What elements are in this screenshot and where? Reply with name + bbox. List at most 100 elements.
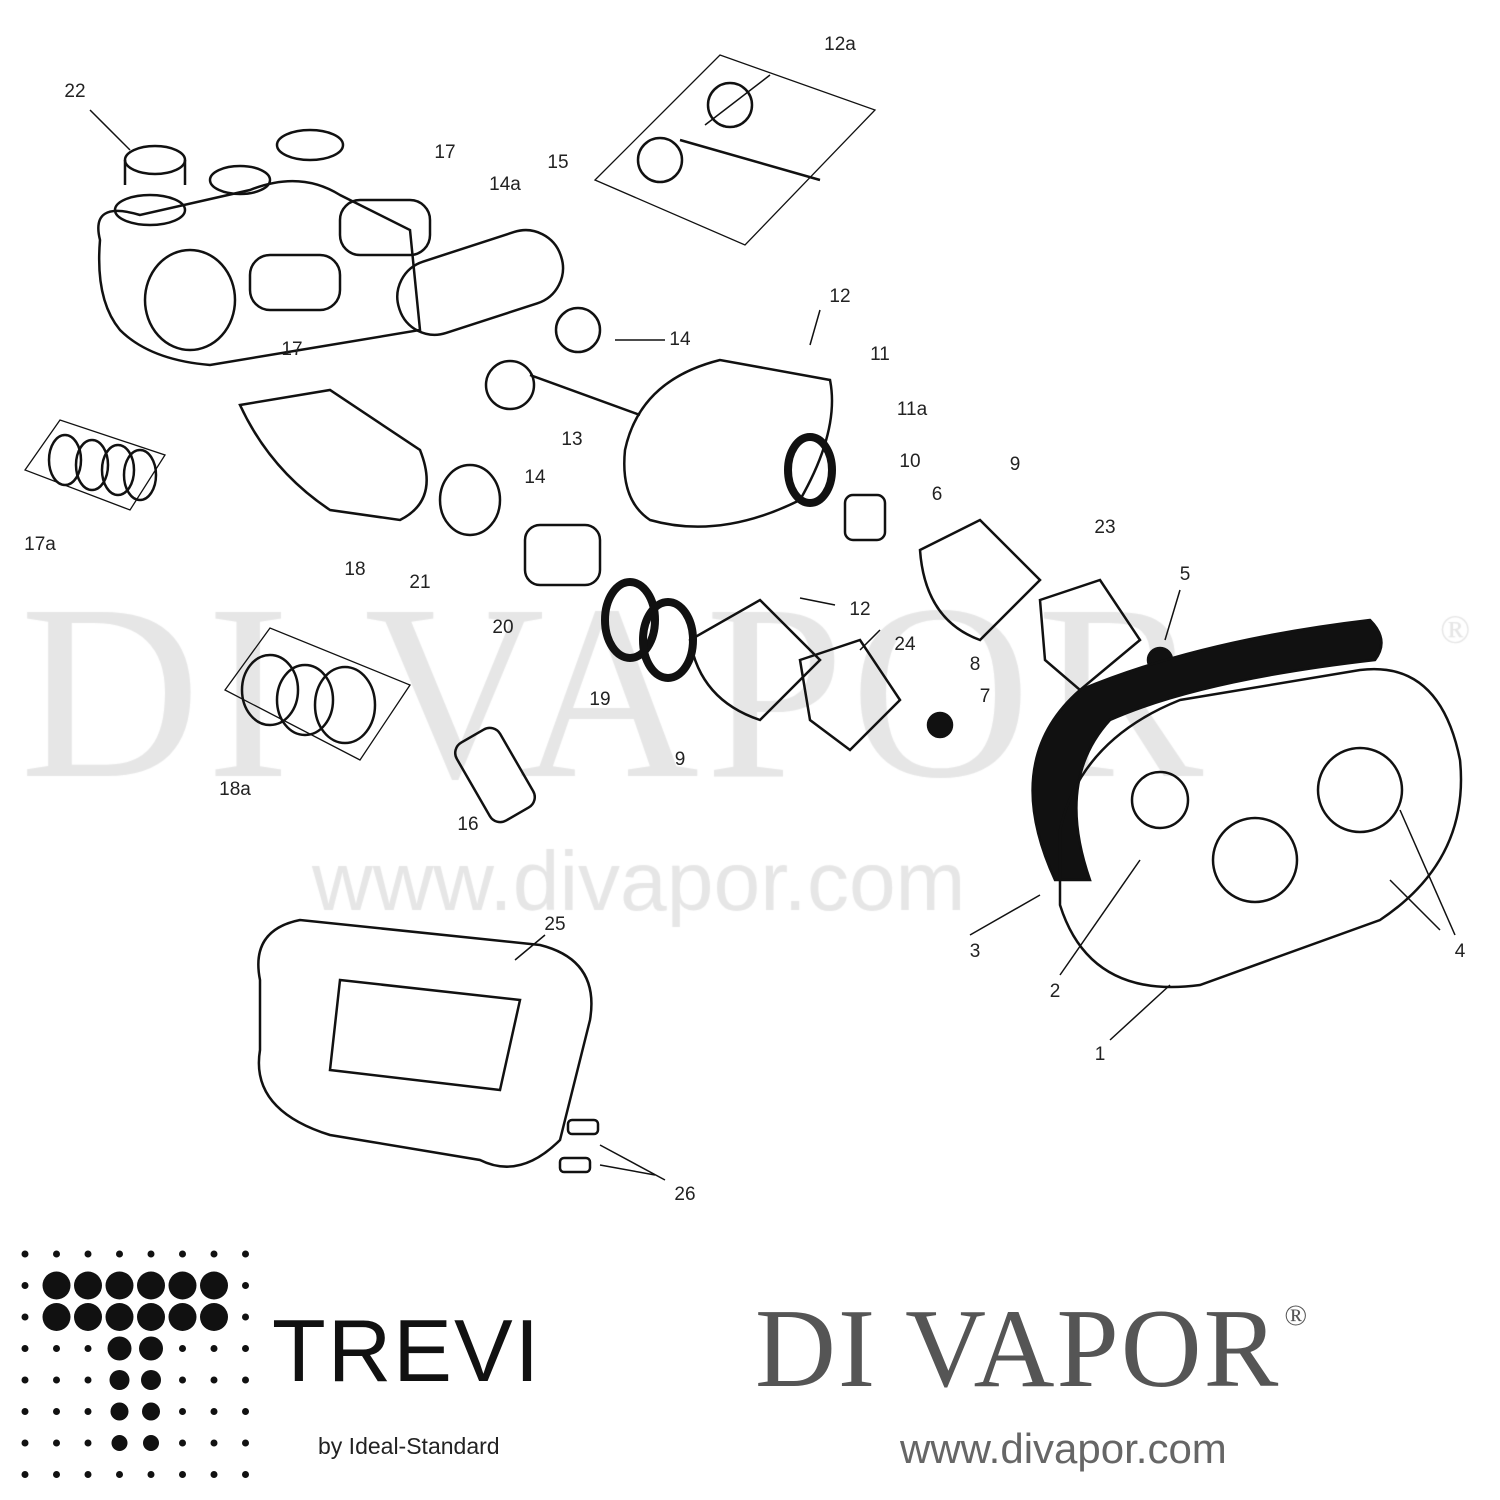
part-label: 10 — [899, 451, 921, 472]
part-label: 1 — [1094, 1044, 1106, 1065]
logo-dot — [21, 1376, 29, 1384]
part-label: 12 — [829, 286, 851, 307]
logo-dot — [74, 1303, 102, 1331]
logo-dot — [84, 1376, 92, 1384]
part-label: 9 — [1009, 454, 1021, 475]
logo-dot — [137, 1303, 165, 1331]
logo-dot — [242, 1471, 249, 1478]
gasket-15 — [396, 228, 565, 337]
part-label: 2 — [1049, 981, 1061, 1002]
logo-dot — [179, 1471, 186, 1478]
logo-dot — [242, 1313, 249, 1321]
logo-dot — [137, 1271, 165, 1300]
logo-dot — [210, 1439, 218, 1447]
logo-dot — [242, 1250, 249, 1258]
part-label: 4 — [1454, 941, 1466, 962]
logo-dot — [168, 1303, 197, 1331]
logo-dot — [143, 1435, 159, 1451]
part-label: 20 — [492, 617, 514, 638]
part-label: 14 — [669, 329, 691, 350]
part-12a-box — [593, 54, 877, 246]
logo-dot — [84, 1345, 92, 1352]
part-label: 14 — [524, 467, 546, 488]
logo-dot — [74, 1271, 102, 1300]
part-label: 14a — [489, 174, 521, 195]
logo-dot — [21, 1471, 29, 1478]
part-label: 16 — [457, 814, 479, 835]
part-label: 5 — [1179, 564, 1191, 585]
divapor-logo: DI VAPOR® — [755, 1287, 1310, 1411]
logo-dot — [179, 1376, 186, 1384]
logo-dot — [179, 1250, 186, 1258]
part-label: 19 — [589, 689, 611, 710]
logo-dot — [179, 1408, 186, 1415]
valve-body — [97, 128, 432, 367]
logo-dot — [105, 1271, 134, 1300]
part-label: 3 — [969, 941, 981, 962]
logo-dot — [53, 1408, 60, 1415]
logo-dot — [168, 1271, 197, 1300]
logo-dot — [21, 1313, 29, 1321]
part-label: 8 — [969, 654, 981, 675]
logo-dot — [179, 1345, 186, 1352]
logo-dot — [21, 1408, 29, 1415]
part-label: 25 — [544, 914, 566, 935]
logo-dot — [242, 1439, 249, 1447]
registered-mark: ® — [1284, 1299, 1310, 1332]
logo-dot — [53, 1471, 60, 1478]
part-label: 26 — [674, 1184, 696, 1205]
logo-dot — [210, 1345, 218, 1352]
part-label: 13 — [561, 429, 583, 450]
plaster-guard-25 — [257, 918, 593, 1168]
logo-dot — [84, 1250, 92, 1258]
logo-dot — [147, 1250, 155, 1258]
logo-dot — [141, 1370, 161, 1390]
logo-dot — [200, 1271, 228, 1300]
logo-dot — [111, 1435, 128, 1451]
logo-dot — [21, 1250, 29, 1258]
logo-dot — [53, 1376, 60, 1384]
logo-dot — [242, 1408, 249, 1415]
logo-dot — [42, 1303, 71, 1331]
logo-dot — [242, 1345, 249, 1352]
logo-dot — [21, 1439, 29, 1447]
part-label: 12a — [824, 34, 856, 55]
logo-dot — [84, 1439, 92, 1447]
part-label: 7 — [979, 686, 991, 707]
faceplate-1 — [1058, 667, 1463, 989]
logo-dot — [139, 1336, 163, 1361]
part-label: 15 — [547, 152, 569, 173]
logo-dot — [147, 1471, 155, 1478]
logo-dot — [84, 1408, 92, 1415]
logo-dot — [107, 1336, 132, 1361]
seal-3 — [1031, 618, 1383, 882]
part-label: 21 — [409, 572, 431, 593]
part-label: 11 — [870, 344, 890, 365]
trevi-tagline: by Ideal-Standard — [318, 1433, 500, 1459]
part-label: 11a — [896, 399, 928, 420]
part-label: 12 — [849, 599, 871, 620]
logo-dot — [21, 1282, 29, 1289]
logo-dot — [84, 1471, 92, 1478]
logo-dot — [110, 1402, 129, 1421]
trevi-logo: TREVI — [272, 1301, 542, 1400]
logo-dot — [21, 1345, 29, 1352]
logo-dot — [179, 1439, 186, 1447]
logo-dot — [116, 1250, 123, 1258]
logo-dot — [116, 1471, 123, 1478]
part-label: 17 — [434, 142, 456, 163]
logo-dot — [42, 1271, 71, 1300]
part-label: 23 — [1094, 517, 1116, 538]
part-label: 18a — [219, 779, 251, 800]
part-label: 18 — [344, 559, 366, 580]
logo-dot — [210, 1376, 218, 1384]
part-label: 17 — [281, 339, 303, 360]
logo-dot — [242, 1282, 249, 1289]
trevi-logo-dots — [21, 1250, 249, 1478]
logo-dot — [210, 1471, 218, 1478]
logo-dot — [53, 1250, 60, 1258]
part-label: 6 — [931, 484, 943, 505]
logo-dot — [142, 1402, 160, 1421]
